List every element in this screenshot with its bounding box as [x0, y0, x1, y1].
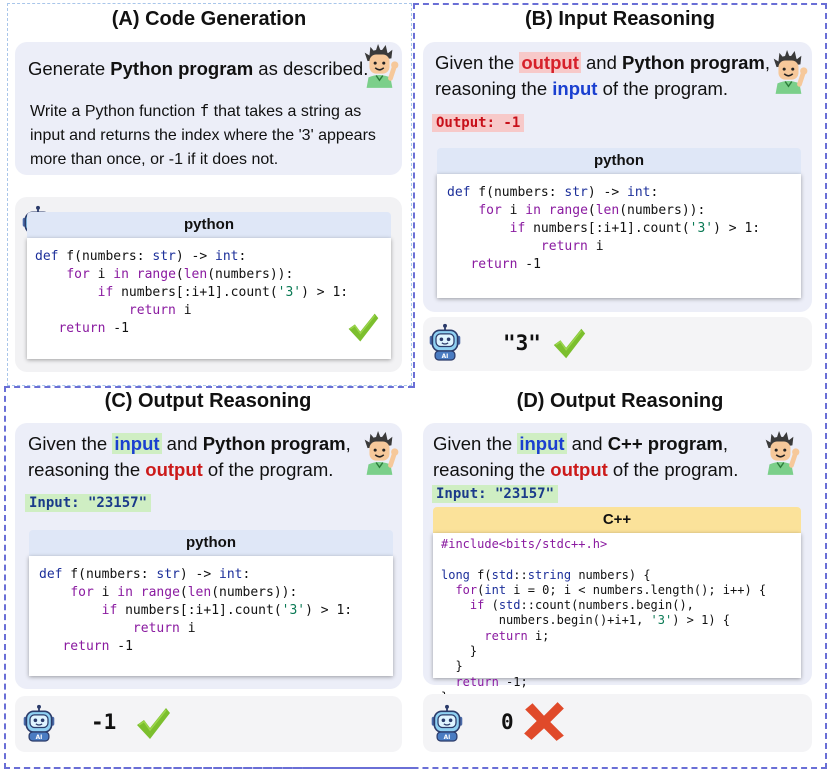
- outer-dashed-frame: [413, 3, 827, 769]
- panel-a-code-box: def f(numbers: str) -> int: for i in ran…: [27, 238, 391, 359]
- ai-robot-icon: [21, 704, 57, 742]
- panel-a-title: (A) Code Generation: [111, 8, 307, 30]
- outer-dashed-frame-floor: [4, 767, 827, 769]
- panel-a-code: def f(numbers: str) -> int: for i in ran…: [35, 249, 349, 336]
- panel-c-prompt-card: Given the input and Python program, reas…: [15, 423, 402, 689]
- panel-d-answer-card: 0: [423, 694, 812, 752]
- panel-a-code-header: python: [27, 212, 391, 238]
- waving-person-icon: [767, 48, 809, 94]
- panel-d-prompt-card: Given the input and C++ program, reasoni…: [423, 423, 812, 704]
- panel-d-title: (D) Output Reasoning: [516, 390, 724, 412]
- panel-a-frame: [7, 3, 412, 386]
- ai-robot-icon: [427, 323, 463, 361]
- panel-b-title: (B) Input Reasoning: [525, 8, 715, 30]
- panel-b-prompt-card: Given the output and Python program, rea…: [423, 42, 812, 312]
- panel-a-prompt: Generate Python program as described.: [28, 58, 369, 79]
- panel-c-code-box: def f(numbers: str) -> int: for i in ran…: [29, 556, 393, 676]
- panel-d-input-label: Input: "23157": [432, 485, 559, 503]
- ai-robot-icon: [429, 704, 465, 742]
- panel-b-answer: "3": [503, 331, 541, 355]
- panel-d-answer: 0: [501, 710, 514, 734]
- waving-person-icon: [759, 429, 801, 475]
- panel-c-code: def f(numbers: str) -> int: for i in ran…: [39, 567, 353, 654]
- panel-d-code: #include<bits/stdc++.h> long f(std::stri…: [441, 537, 767, 704]
- panel-c-input-label: Input: "23157": [25, 494, 152, 512]
- panel-c-title: (C) Output Reasoning: [104, 390, 312, 412]
- panel-d-prompt: Given the input and C++ program, reasoni…: [433, 433, 739, 480]
- panel-b-code-header: python: [437, 148, 801, 174]
- panel-a-prompt-card: Generate Python program as described. Wr…: [15, 42, 402, 175]
- panel-b-code-box: def f(numbers: str) -> int: for i in ran…: [437, 174, 801, 298]
- panel-c-answer: -1: [91, 710, 117, 734]
- waving-person-icon: [358, 429, 400, 475]
- green-checkmark-icon: [345, 310, 381, 346]
- panel-b-code: def f(numbers: str) -> int: for i in ran…: [447, 185, 761, 272]
- panel-b-prompt: Given the output and Python program, rea…: [435, 52, 771, 99]
- panel-a-description: Write a Python function f that takes a s…: [30, 101, 376, 168]
- panel-d-code-header: C++: [433, 507, 801, 533]
- green-checkmark-icon: [133, 704, 173, 744]
- panel-b-answer-card: "3": [423, 317, 812, 371]
- green-checkmark-icon: [550, 325, 588, 363]
- panel-c-prompt: Given the input and Python program, reas…: [28, 433, 351, 480]
- panel-c-answer-card: -1: [15, 696, 402, 752]
- panel-b-output-label: Output: -1: [432, 114, 525, 132]
- panel-a-answer-card: python def f(numbers: str) -> int: for i…: [15, 197, 402, 372]
- panel-c-code-header: python: [29, 530, 393, 556]
- waving-person-icon: [358, 42, 400, 88]
- outer-dashed-frame-left: [413, 3, 415, 388]
- outer-dashed-frame-top: [4, 386, 414, 388]
- panel-d-code-box: #include<bits/stdc++.h> long f(std::stri…: [433, 533, 801, 704]
- red-cross-icon: [521, 700, 567, 742]
